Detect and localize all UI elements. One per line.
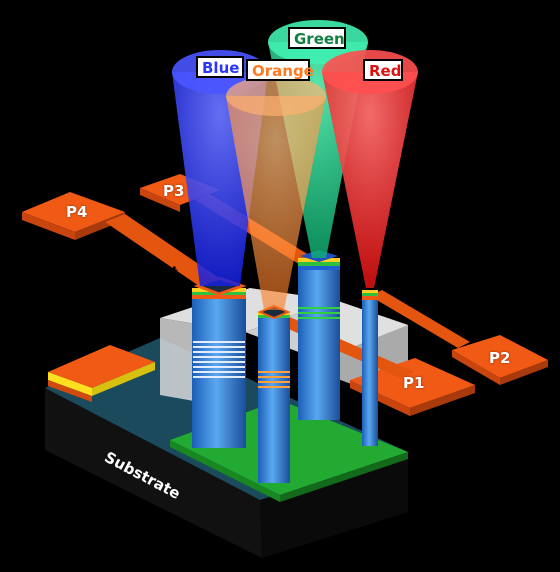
substrate-side-face [260, 452, 408, 558]
nanowire-blue [192, 276, 247, 448]
label-red: Red [363, 59, 403, 81]
pointer-arrow [383, 426, 411, 437]
nanowire-red [362, 290, 378, 446]
label-p3: P3 [163, 182, 185, 200]
label-orange: Orange [246, 59, 314, 81]
label-p1: P1 [403, 374, 425, 392]
substrate-front-face [45, 388, 262, 558]
label-green: Green [288, 27, 346, 49]
label-blue: Blue [196, 56, 244, 78]
left-contact-pad [48, 345, 155, 402]
label-p2: P2 [489, 349, 511, 367]
label-p4: P4 [66, 203, 88, 221]
beam-orange [226, 76, 326, 310]
nanowire-orange [257, 304, 291, 483]
pad-p2 [452, 335, 548, 385]
nanowire-green [298, 250, 340, 420]
